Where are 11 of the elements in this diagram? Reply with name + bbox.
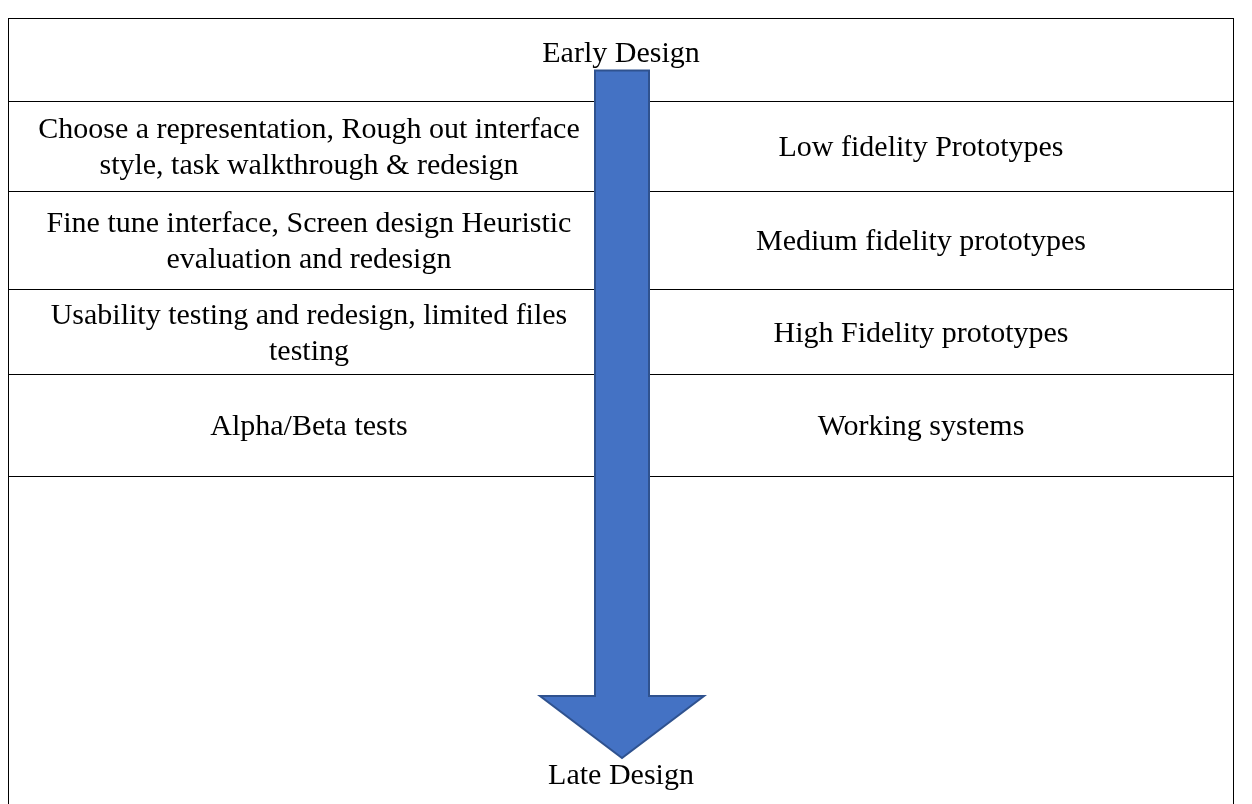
table-cell-text: Usability testing and redesign, limited files testing [49,295,569,368]
table-cell-text: Alpha/Beta tests [209,407,409,443]
stage-label: Late Design [548,757,694,792]
table-cell-text: Choose a representation, Rough out interface style, task walkthrough & redesign [37,110,581,182]
table-cell-text: High Fidelity prototypes [772,313,1070,350]
table-cell-text: Working systems [816,407,1026,443]
table-cell-text: Medium fidelity prototypes [755,222,1087,258]
table-cell-text: Fine tune interface, Screen design Heuristic evaluation and redesign [45,204,573,276]
stage-label: Early Design [542,35,700,70]
table-cell-text: Low fidelity Prototypes [777,128,1065,164]
down-arrow [537,69,707,760]
